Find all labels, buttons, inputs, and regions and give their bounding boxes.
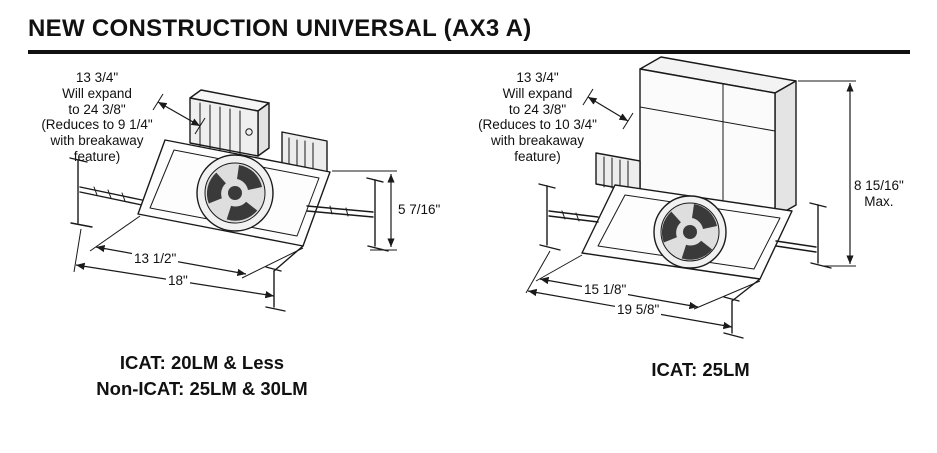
- front-mounting-bracket: [723, 278, 761, 339]
- expansion-note-right: 13 3/4" Will expand to 24 3/8" (Reduces …: [478, 70, 597, 164]
- aperture-swirl: [196, 154, 274, 232]
- frame-width-dimension-right: 15 1/8": [582, 282, 629, 298]
- expansion-note-left: 13 3/4" Will expand to 24 3/8" (Reduces …: [41, 70, 153, 164]
- aperture-swirl: [653, 195, 727, 269]
- housing-drawing-right: [525, 56, 856, 339]
- left-hanger-bar: [548, 210, 599, 223]
- housing-drawing-left: [69, 89, 397, 312]
- overall-width-dimension-right: 19 5/8": [615, 302, 662, 318]
- page-title: NEW CONSTRUCTION UNIVERSAL (AX3 A): [28, 15, 532, 42]
- frame-width-dimension-left: 13 1/2": [132, 251, 179, 267]
- housing-can: [639, 56, 797, 218]
- height-dimension-right: 8 15/16" Max.: [852, 178, 906, 210]
- right-hanger-bar: [775, 240, 817, 253]
- caption-right: ICAT: 25LM: [651, 359, 750, 380]
- expansion-arrow-right: [587, 96, 629, 122]
- left-mounting-bracket: [69, 157, 93, 228]
- left-hanger-bar: [79, 186, 143, 206]
- height-dimension-left: 5 7/16": [396, 202, 443, 218]
- front-mounting-bracket: [265, 245, 304, 312]
- right-mounting-bracket: [809, 202, 832, 269]
- left-mounting-bracket: [538, 183, 561, 251]
- right-hanger-bar: [306, 205, 374, 218]
- caption-left: ICAT: 20LM & Less Non-ICAT: 25LM & 30LM: [96, 352, 308, 400]
- expansion-arrow-left: [157, 101, 201, 127]
- junction-box: [189, 89, 270, 157]
- title-underline: [28, 50, 910, 54]
- right-mounting-bracket: [366, 177, 389, 252]
- driver-box: [281, 131, 328, 174]
- overall-width-dimension-left: 18": [166, 273, 190, 289]
